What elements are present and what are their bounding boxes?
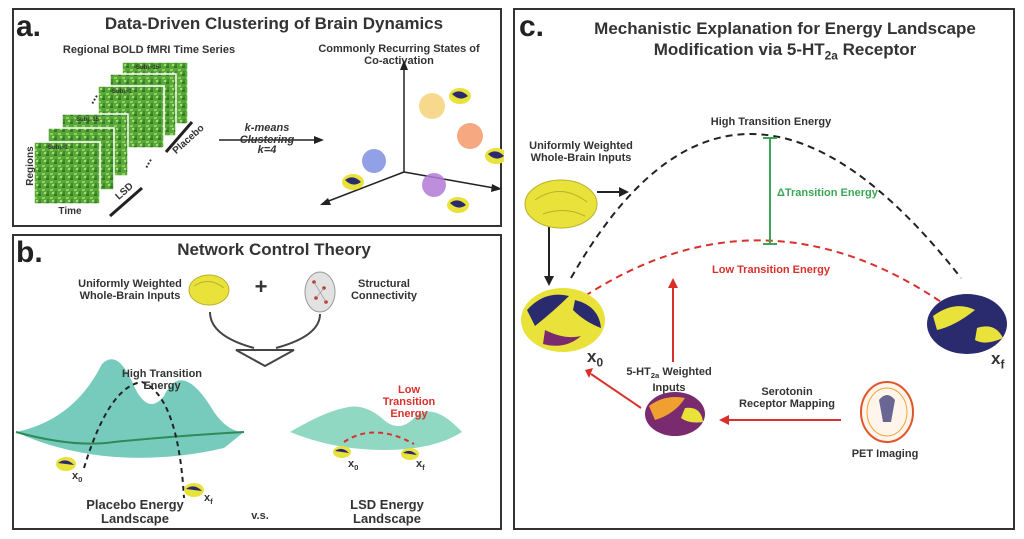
states-label: Commonly Recurring States of Co-activati… <box>318 43 480 67</box>
panel-c-title-line1: Mechanistic Explanation for Energy Lands… <box>594 19 976 38</box>
cluster-brain-icons <box>342 88 504 213</box>
panel-a-graphics <box>33 60 504 218</box>
vs-label: v.s. <box>251 510 269 522</box>
x0-label-b1: x0 <box>72 470 83 485</box>
panel-c-graphics <box>521 133 1007 443</box>
panel-c: c. Mechanistic Explanation for Energy La… <box>513 8 1015 530</box>
x0-label-c: x0 <box>587 347 604 370</box>
cluster-states <box>362 93 483 197</box>
inputs-label-b: Uniformly Weighted Whole-Brain Inputs <box>78 278 182 302</box>
panel-b-letter: b. <box>16 236 43 269</box>
low-energy-label-c: Low Transition Energy <box>712 264 830 276</box>
plus-sign: + <box>254 274 268 299</box>
low-energy-path <box>584 239 948 307</box>
placebo-landscape <box>15 359 245 499</box>
placebo-landscape-label: Placebo Energy Landscape <box>86 497 184 526</box>
delta-energy-label: ΔTransition Energy <box>777 187 878 199</box>
timeseries-label: Regional BOLD fMRI Time Series <box>62 44 236 56</box>
k-label: k=4 <box>257 144 277 156</box>
panel-c-letter: c. <box>519 10 545 43</box>
subj-label-1: Subj. 15 <box>136 65 160 71</box>
pet-imaging-label: PET Imaging <box>851 448 919 460</box>
brain-icon-uniform-inputs <box>524 179 598 229</box>
panel-c-title-line2: Modification via 5-HT2a Receptor <box>653 40 917 63</box>
uniform-inputs-label-c: Uniformly Weighted Whole-Brain Inputs <box>529 140 633 164</box>
axis-regions-label: Regions <box>25 146 36 186</box>
high-energy-path <box>570 133 962 279</box>
panel-a-letter: a. <box>16 10 42 43</box>
low-energy-label-b: Low Transition Energy <box>382 384 436 420</box>
xf-label-b2: xf <box>416 458 425 473</box>
high-energy-label-b: High Transition Energy <box>121 368 203 392</box>
panel-b: b. Network Control Theory <box>12 234 502 530</box>
timeseries-stack <box>33 61 189 205</box>
kmeans-label: k-means Clustering <box>239 122 295 146</box>
panel-b-graphics <box>15 271 462 499</box>
xf-label-b1: xf <box>204 492 213 507</box>
high-energy-label-c: High Transition Energy <box>710 116 832 128</box>
lsd-landscape-label: LSD Energy Landscape <box>350 497 424 526</box>
subj-label-4: Subj. 1 <box>48 145 68 151</box>
panel-b-title: Network Control Theory <box>177 240 371 259</box>
brain-icon-xf <box>927 294 1007 354</box>
brain-icon-inputs <box>188 274 230 306</box>
panel-a: a. Data-Driven Clustering of Brain Dynam… <box>12 8 504 227</box>
brain-icon-5ht2a <box>645 392 705 436</box>
x0-label-b2: x0 <box>348 458 359 473</box>
subj-label-3: Subj. 15 <box>76 117 100 123</box>
brain-icon-x0 <box>521 288 605 352</box>
weighted-inputs-label: 5-HT2a Weighted Inputs <box>626 366 712 395</box>
subj-label-2: Subj. 1 <box>112 89 132 95</box>
serotonin-mapping-label: Serotonin Receptor Mapping <box>739 386 835 410</box>
panel-a-title: Data-Driven Clustering of Brain Dynamics <box>104 14 444 33</box>
pet-brain-slice-icon <box>860 381 914 443</box>
connectivity-icon <box>304 271 336 313</box>
xf-label-c: xf <box>991 349 1005 372</box>
connectivity-label: Structural Connectivity <box>350 278 417 302</box>
lsd-landscape <box>290 406 462 450</box>
axis-time-label: Time <box>58 206 82 217</box>
